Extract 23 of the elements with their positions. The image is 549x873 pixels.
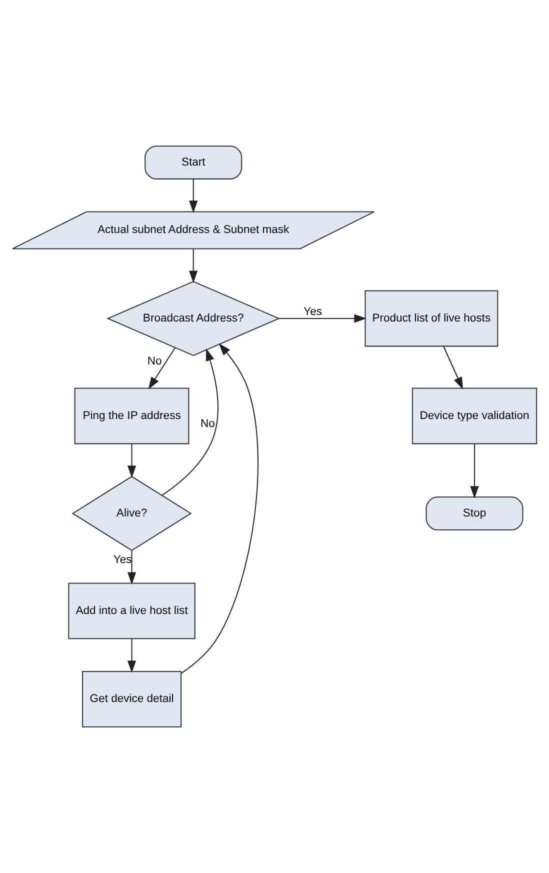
- arrow: [189, 249, 198, 284]
- node-box: Ping the IP address: [74, 388, 190, 444]
- arrow: [148, 347, 176, 390]
- node-box: Stop: [426, 496, 524, 530]
- arrow: [189, 179, 198, 213]
- edge-label: No: [200, 418, 215, 430]
- arrow: [127, 444, 136, 478]
- node-box: Product list of live hosts: [364, 290, 498, 347]
- node-box: Add into a live host list: [68, 582, 196, 640]
- edge-label: Yes: [304, 306, 322, 318]
- arrow: [162, 348, 218, 496]
- edge-label: Yes: [113, 554, 132, 566]
- arrow: [127, 638, 136, 673]
- edge-label: No: [147, 355, 162, 368]
- node-box: Device type validation: [412, 388, 538, 444]
- node-diamond: Alive?: [72, 476, 192, 551]
- node-box: Get device detail: [82, 670, 182, 728]
- arrow: [181, 343, 258, 674]
- arrow: [127, 550, 136, 585]
- arrow: [278, 314, 367, 323]
- arrow: [470, 444, 479, 498]
- node-box: Start: [144, 146, 242, 180]
- arrow: [443, 346, 464, 390]
